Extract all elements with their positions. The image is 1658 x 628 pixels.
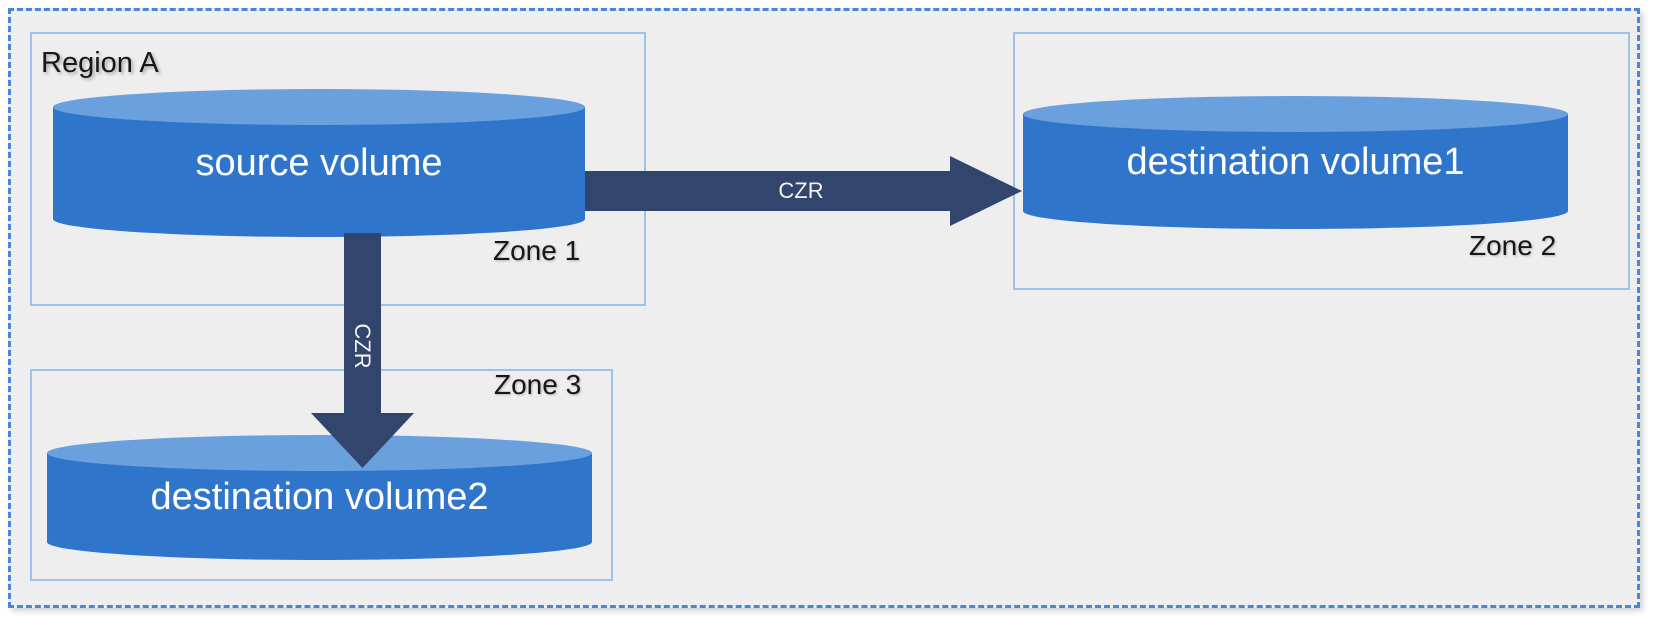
czr-label-horizontal: CZR bbox=[778, 178, 824, 203]
cylinder-body bbox=[53, 107, 585, 219]
source-volume-label: source volume bbox=[195, 141, 443, 184]
destination-volume2-label: destination volume2 bbox=[150, 476, 489, 518]
region-a-label: Region A bbox=[41, 47, 159, 79]
destination-volume2-cylinder[interactable]: destination volume2 bbox=[47, 435, 592, 560]
cylinder-top-ellipse bbox=[1023, 96, 1568, 132]
cylinder-top-ellipse bbox=[47, 435, 592, 471]
czr-arrow-vertical-icon bbox=[311, 233, 414, 468]
destination-volume1-label: destination volume1 bbox=[1126, 141, 1465, 183]
source-volume-cylinder[interactable]: source volume bbox=[53, 89, 585, 237]
zone-1-label: Zone 1 bbox=[493, 235, 581, 266]
region-a-container: Region A Zone 1 Zone 2 Zone 3 source vol… bbox=[8, 8, 1640, 608]
czr-label-vertical: CZR bbox=[350, 323, 375, 369]
destination-volume1-cylinder[interactable]: destination volume1 bbox=[1023, 96, 1568, 229]
czr-arrow-horizontal-icon bbox=[585, 156, 1022, 226]
cylinder-top-ellipse bbox=[53, 89, 585, 125]
zone-3-label: Zone 3 bbox=[494, 369, 582, 400]
zone-2-label: Zone 2 bbox=[1469, 230, 1557, 261]
